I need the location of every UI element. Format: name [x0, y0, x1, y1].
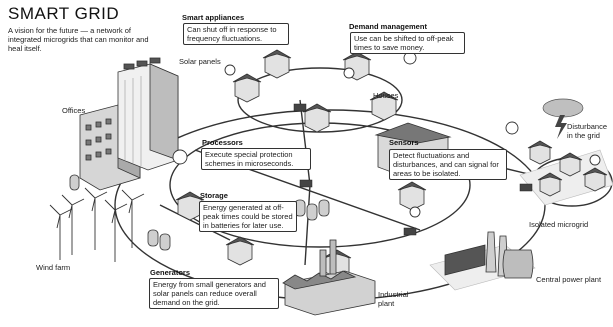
label-central-power-plant: Central power plant: [536, 275, 602, 284]
solar-panel-array: [123, 57, 161, 70]
house: [537, 172, 563, 197]
processor-chips: [293, 103, 533, 236]
house: [225, 236, 255, 266]
disturbance-storm-icon: [542, 98, 584, 139]
callout-title-smart-appliances: Smart appliances: [182, 13, 245, 22]
callout-title-storage: Storage: [200, 191, 228, 200]
callout-sensors: Detect fluctuations and disturbances, an…: [389, 149, 507, 180]
house: [557, 152, 583, 177]
callout-title-sensors: Sensors: [389, 138, 419, 147]
storage-batteries: [69, 174, 330, 251]
callout-title-demand-management: Demand management: [349, 22, 427, 31]
house: [302, 103, 332, 133]
house: [527, 140, 553, 165]
page-subtitle: A vision for the future — a network of i…: [8, 26, 149, 53]
label-houses: Houses: [373, 91, 399, 100]
sensor-gauges: [172, 51, 601, 218]
callout-smart-appliances: Can shut off in response to frequency fl…: [183, 23, 289, 45]
house: [369, 91, 399, 121]
house: [175, 191, 205, 221]
house-grid-ring: [237, 67, 403, 133]
label-disturbance: Disturbance in the grid: [567, 122, 608, 140]
house: [582, 167, 608, 192]
house: [262, 49, 292, 79]
callout-storage: Energy generated at off-peak times could…: [199, 201, 297, 232]
label-solar-panels: Solar panels: [179, 57, 221, 66]
callout-title-processors: Processors: [202, 138, 243, 147]
callout-processors: Execute special protection schemes in mi…: [201, 148, 311, 170]
label-industrial-plant: Industrial plant: [378, 290, 409, 308]
house: [397, 181, 427, 211]
page-title: SMART GRID: [8, 4, 120, 23]
isolated-microgrid-houses: [527, 140, 608, 197]
wind-farm: [49, 187, 145, 262]
industrial-plant: [282, 239, 376, 316]
house: [232, 73, 262, 103]
callout-demand-management: Use can be shifted to off-peak times to …: [350, 32, 465, 54]
central-power-plant: [444, 231, 534, 279]
office-tower: [117, 57, 179, 171]
callout-title-generators: Generators: [150, 268, 191, 277]
callout-generators: Energy from small generators and solar p…: [149, 278, 279, 309]
label-wind-farm: Wind farm: [36, 263, 71, 272]
label-offices: Offices: [62, 106, 86, 115]
grid-link: [159, 204, 231, 241]
label-isolated-microgrid: Isolated microgrid: [529, 220, 589, 229]
